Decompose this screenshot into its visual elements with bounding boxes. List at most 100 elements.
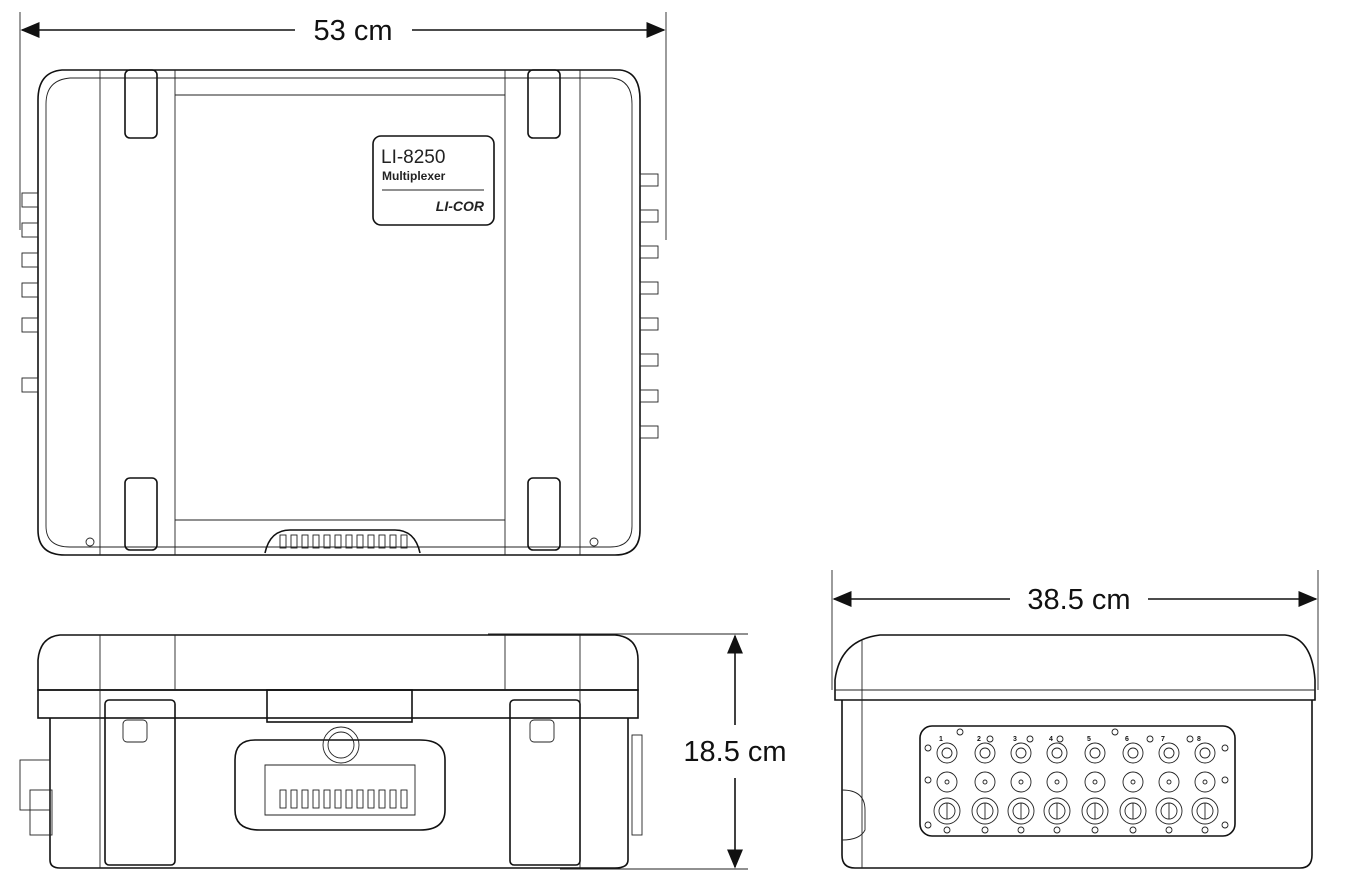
- side-connector-icon: [21, 377, 39, 393]
- outlet-port-icon: [1194, 771, 1216, 793]
- grip-rib: [378, 534, 386, 549]
- electrical-connector-icon: [933, 797, 961, 825]
- front-view: [19, 634, 643, 869]
- top-view: LI-8250 Multiplexer LI-COR: [21, 69, 659, 556]
- grip-rib: [312, 534, 320, 549]
- screw-icon: [1091, 826, 1099, 834]
- electrical-connector-icon: [1155, 797, 1183, 825]
- screw-icon: [956, 728, 964, 736]
- port-number: 6: [1125, 736, 1129, 743]
- screw-icon: [943, 826, 951, 834]
- screw-icon: [1129, 826, 1137, 834]
- port-number: 8: [1197, 736, 1201, 743]
- outlet-port-icon: [936, 771, 958, 793]
- port-number: 3: [1013, 736, 1017, 743]
- screw-icon: [1111, 728, 1119, 736]
- inlet-port-icon: [1010, 742, 1032, 764]
- inlet-port-icon: [1046, 742, 1068, 764]
- width-dimension: 53 cm: [19, 12, 667, 240]
- gas-fitting-icon: [639, 173, 659, 187]
- side-connector-icon: [21, 222, 39, 238]
- inlet-port-icon: [1158, 742, 1180, 764]
- outlet-port-icon: [1010, 771, 1032, 793]
- connector-panel: [919, 725, 1236, 837]
- inlet-port-icon: [974, 742, 996, 764]
- outlet-port-icon: [1158, 771, 1180, 793]
- electrical-connector-icon: [1191, 797, 1219, 825]
- product-name-text: Multiplexer: [382, 169, 446, 183]
- grip-rib: [389, 534, 397, 549]
- electrical-connector-icon: [1119, 797, 1147, 825]
- grip-rib: [301, 789, 309, 809]
- grip-rib: [356, 789, 364, 809]
- outlet-port-icon: [1046, 771, 1068, 793]
- grip-rib: [400, 789, 408, 809]
- port-number: 4: [1049, 736, 1053, 743]
- port-column: [1119, 742, 1147, 834]
- port-column: [1155, 742, 1183, 834]
- grip-rib: [345, 789, 353, 809]
- gas-fitting-icon: [639, 281, 659, 295]
- screw-icon: [924, 744, 932, 752]
- grip-rib: [334, 789, 342, 809]
- side-connector-icon: [21, 317, 39, 333]
- gas-fitting-icon: [639, 389, 659, 403]
- width-label: 53 cm: [314, 15, 393, 47]
- height-dimension: 18.5 cm: [488, 633, 787, 870]
- inlet-port-icon: [1084, 742, 1106, 764]
- screw-icon: [1053, 826, 1061, 834]
- electrical-connector-icon: [971, 797, 999, 825]
- grip-rib: [345, 534, 353, 549]
- licor-logo: LI-COR: [436, 198, 485, 214]
- screw-icon: [1221, 744, 1229, 752]
- port-number: 2: [977, 736, 981, 743]
- product-label: LI-8250 Multiplexer LI-COR: [372, 135, 495, 226]
- side-view: 1 2 3 4 5 6 7 8: [834, 634, 1316, 869]
- grip-rib: [323, 534, 331, 549]
- electrical-connector-icon: [1043, 797, 1071, 825]
- screw-icon: [986, 735, 994, 743]
- port-number: 7: [1161, 736, 1165, 743]
- screw-icon: [1165, 826, 1173, 834]
- depth-label: 38.5 cm: [1027, 584, 1130, 616]
- grip-rib: [334, 534, 342, 549]
- grip-rib: [279, 789, 287, 809]
- electrical-connector-icon: [1007, 797, 1035, 825]
- screw-icon: [1017, 826, 1025, 834]
- gas-fitting-icon: [639, 209, 659, 223]
- port-number: 1: [939, 736, 943, 743]
- electrical-connector-icon: [1081, 797, 1109, 825]
- grip-rib: [290, 534, 298, 549]
- screw-icon: [1146, 735, 1154, 743]
- pressure-valve-icon: [322, 726, 360, 764]
- depth-dimension: 38.5 cm: [831, 570, 1319, 690]
- gas-fitting-icon: [639, 317, 659, 331]
- port-number: 5: [1087, 736, 1091, 743]
- port-column: [933, 742, 961, 834]
- port-column: [1191, 742, 1219, 834]
- port-column: [1081, 742, 1109, 834]
- grip-rib: [279, 534, 287, 549]
- screw-icon: [981, 826, 989, 834]
- grip-rib: [367, 789, 375, 809]
- screw-icon: [1026, 735, 1034, 743]
- inlet-port-icon: [936, 742, 958, 764]
- screw-icon: [1221, 776, 1229, 784]
- inlet-port-icon: [1194, 742, 1216, 764]
- gas-fitting-icon: [639, 353, 659, 367]
- side-connector-icon: [21, 192, 39, 208]
- outlet-port-icon: [1084, 771, 1106, 793]
- grip-rib: [301, 534, 309, 549]
- screw-icon: [924, 776, 932, 784]
- screw-icon: [924, 821, 932, 829]
- screw-icon: [1221, 821, 1229, 829]
- grip-rib: [389, 789, 397, 809]
- grip-rib: [323, 789, 331, 809]
- screw-icon: [1186, 735, 1194, 743]
- grip-rib: [400, 534, 408, 549]
- side-connector-icon: [21, 252, 39, 268]
- port-column: [971, 742, 999, 834]
- side-connector-icon: [21, 282, 39, 298]
- model-text: LI-8250: [381, 147, 445, 168]
